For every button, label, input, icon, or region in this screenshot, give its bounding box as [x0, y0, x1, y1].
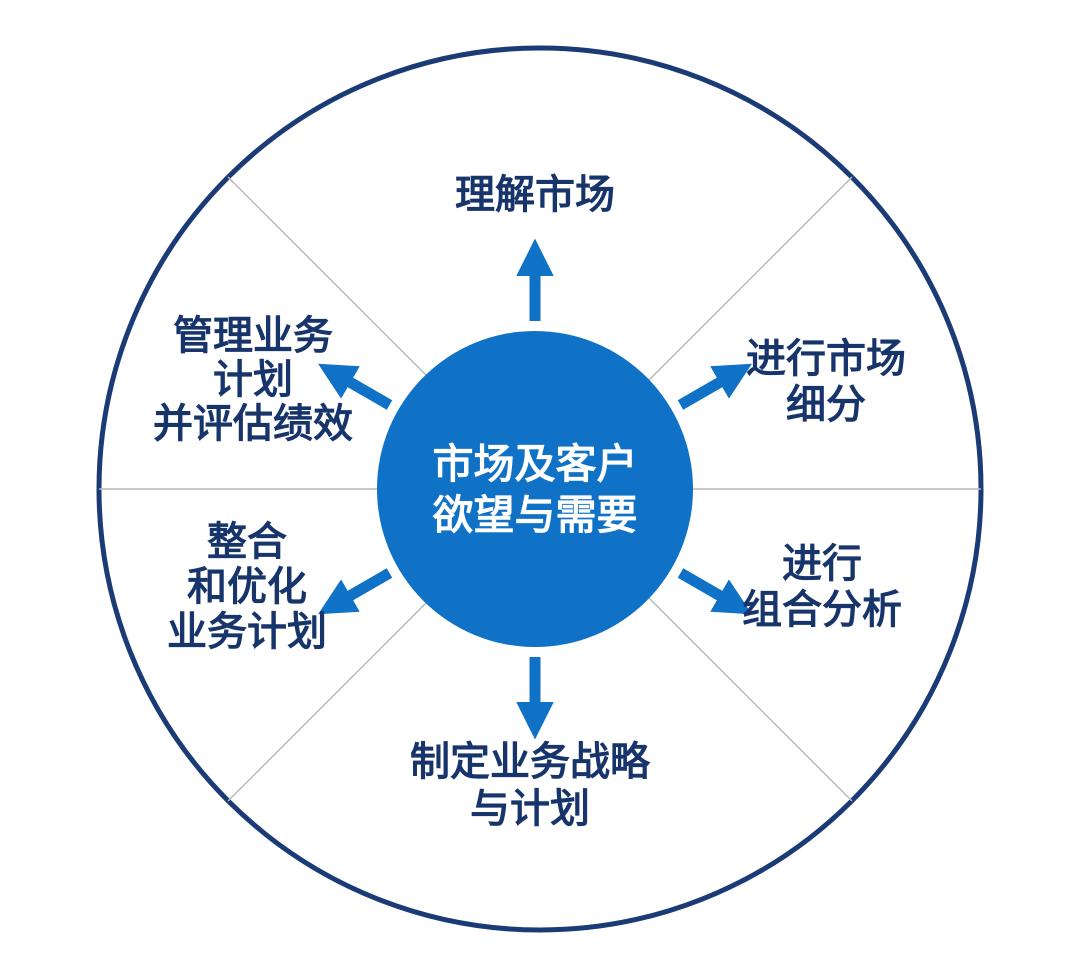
center-circle: [377, 331, 693, 647]
arrows: [318, 238, 752, 740]
node-label: 管理业务: [173, 312, 333, 359]
node-strategy-and-plan: 制定业务战略 与计划: [410, 738, 651, 832]
node-label: 和优化: [187, 563, 307, 610]
node-label: 并评估绩效: [153, 400, 353, 447]
node-manage-evaluate: 管理业务 计划 并评估绩效: [153, 312, 353, 447]
center-label-line-1: 市场及客户: [433, 440, 638, 488]
node-market-segmentation: 进行市场 细分: [746, 335, 906, 428]
node-label: 与计划: [470, 785, 590, 832]
node-label: 进行: [782, 540, 862, 587]
arrow-upper-right-icon: [677, 363, 752, 410]
node-label: 进行市场: [746, 335, 906, 382]
arrow-upper-left-icon: [318, 363, 393, 410]
node-label: 业务计划: [167, 608, 327, 655]
node-label: 计划: [213, 356, 293, 403]
node-label: 理解市场: [455, 171, 615, 218]
node-label: 组合分析: [742, 586, 902, 633]
arrow-lower-right-icon: [677, 568, 752, 615]
center-hub-label: 市场及客户 欲望与需要: [432, 440, 638, 539]
node-portfolio-analysis: 进行 组合分析: [742, 540, 902, 633]
node-integrate-optimize: 整合 和优化 业务计划: [167, 518, 327, 655]
node-label: 整合: [207, 518, 287, 565]
center-label-line-2: 欲望与需要: [432, 491, 638, 539]
node-label: 细分: [786, 381, 866, 428]
node-understand-market: 理解市场: [455, 171, 615, 218]
arrow-lower-left-icon: [318, 568, 393, 615]
node-label: 制定业务战略: [410, 738, 651, 785]
